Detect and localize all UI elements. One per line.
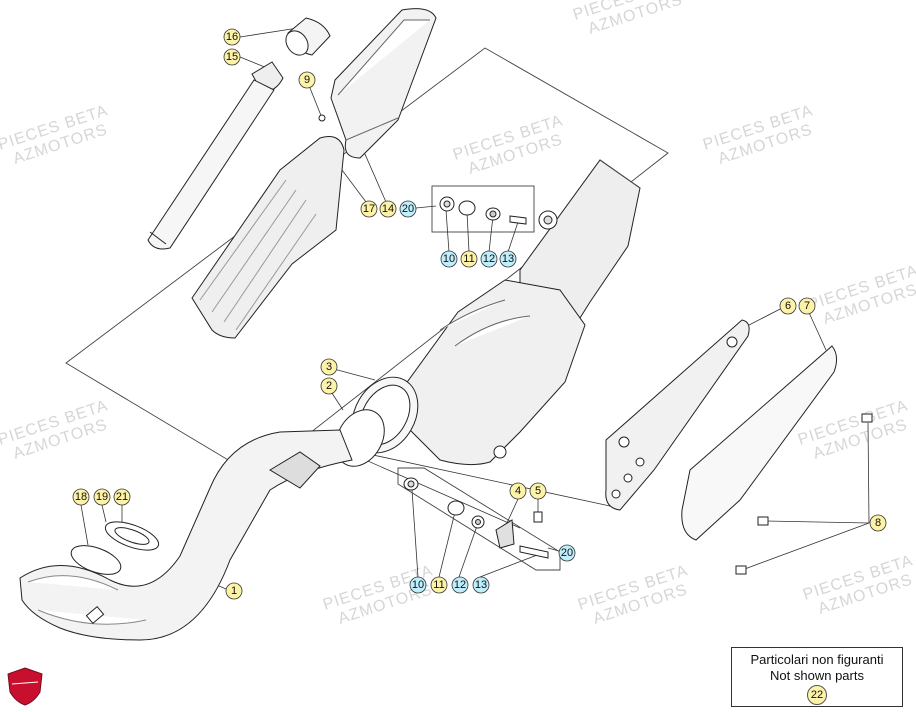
svg-text:13: 13 [475,579,487,591]
svg-text:11: 11 [433,579,444,591]
svg-text:12: 12 [454,579,466,591]
svg-text:14: 14 [382,203,394,215]
legend-part-number: 22 [807,685,827,705]
callout-13: 13 [499,250,517,268]
heat-shield-cover [681,345,838,541]
callout-10: 10 [409,576,427,594]
svg-text:19: 19 [96,491,108,503]
callout-10: 10 [440,250,458,268]
fastener-group-box [431,185,535,233]
svg-text:3: 3 [326,361,332,373]
callout-18: 18 [72,488,90,506]
silencer-end-cap [330,8,437,159]
svg-text:20: 20 [561,547,573,559]
azmotors-logo [7,667,43,706]
silencer-inlet-body [404,279,586,466]
callout-16: 16 [223,28,241,46]
part-drawings [19,8,873,641]
clamp-rings [335,376,419,467]
legend-line-italian: Particolari non figuranti [750,652,884,667]
silencer-sleeve [191,136,345,339]
header-pipe [19,429,353,641]
callout-20: 20 [558,544,576,562]
fastener-bottom-group [403,477,549,559]
svg-text:8: 8 [875,517,881,529]
svg-text:5: 5 [535,485,541,497]
svg-text:6: 6 [785,300,791,312]
svg-text:17: 17 [363,203,375,215]
not-shown-parts-legend: Particolari non figuranti Not shown part… [731,647,903,707]
callout-12: 12 [480,250,498,268]
svg-text:21: 21 [116,491,128,503]
svg-text:1: 1 [231,585,237,597]
callout-13: 13 [472,576,490,594]
svg-text:2: 2 [326,380,332,392]
heat-shield-plate [605,319,750,511]
callout-3: 3 [320,358,338,376]
svg-text:4: 4 [515,485,521,497]
svg-text:9: 9 [304,74,310,86]
leader-lines [80,27,870,590]
callout-11: 11 [430,576,448,594]
callout-6: 6 [779,297,797,315]
callout-17: 17 [360,200,378,218]
svg-text:13: 13 [502,253,514,265]
callout-layer: 16 15 9 17 14 20 10 11 12 13 6 7 3 2 4 5… [72,28,887,600]
callout-9: 9 [298,71,316,89]
svg-text:16: 16 [226,31,238,43]
callout-4: 4 [509,482,527,500]
svg-text:7: 7 [804,300,810,312]
svg-text:11: 11 [463,253,474,265]
silencer-outline-frame [65,47,669,477]
callout-11: 11 [460,250,478,268]
callout-19: 19 [93,488,111,506]
svg-text:15: 15 [226,51,238,63]
callout-7: 7 [798,297,816,315]
bolts [735,413,873,575]
svg-text:10: 10 [412,579,424,591]
fastener-top-group [439,196,527,225]
callout-21: 21 [113,488,131,506]
group-outline [65,47,669,571]
inner-tube [147,61,284,250]
svg-text:20: 20 [402,203,414,215]
callout-15: 15 [223,48,241,66]
callout-1: 1 [225,582,243,600]
svg-text:10: 10 [443,253,455,265]
fastener-group-box [397,467,561,571]
flange-gaskets [70,521,160,575]
svg-text:18: 18 [75,491,87,503]
svg-text:12: 12 [483,253,495,265]
callout-14: 14 [379,200,397,218]
callout-5: 5 [529,482,547,500]
callout-12: 12 [451,576,469,594]
callout-8: 8 [869,514,887,532]
callout-20: 20 [399,200,417,218]
legend-line-english: Not shown parts [770,668,864,683]
end-cap-sleeve [285,17,331,56]
callout-2: 2 [320,377,338,395]
screw [318,114,326,122]
